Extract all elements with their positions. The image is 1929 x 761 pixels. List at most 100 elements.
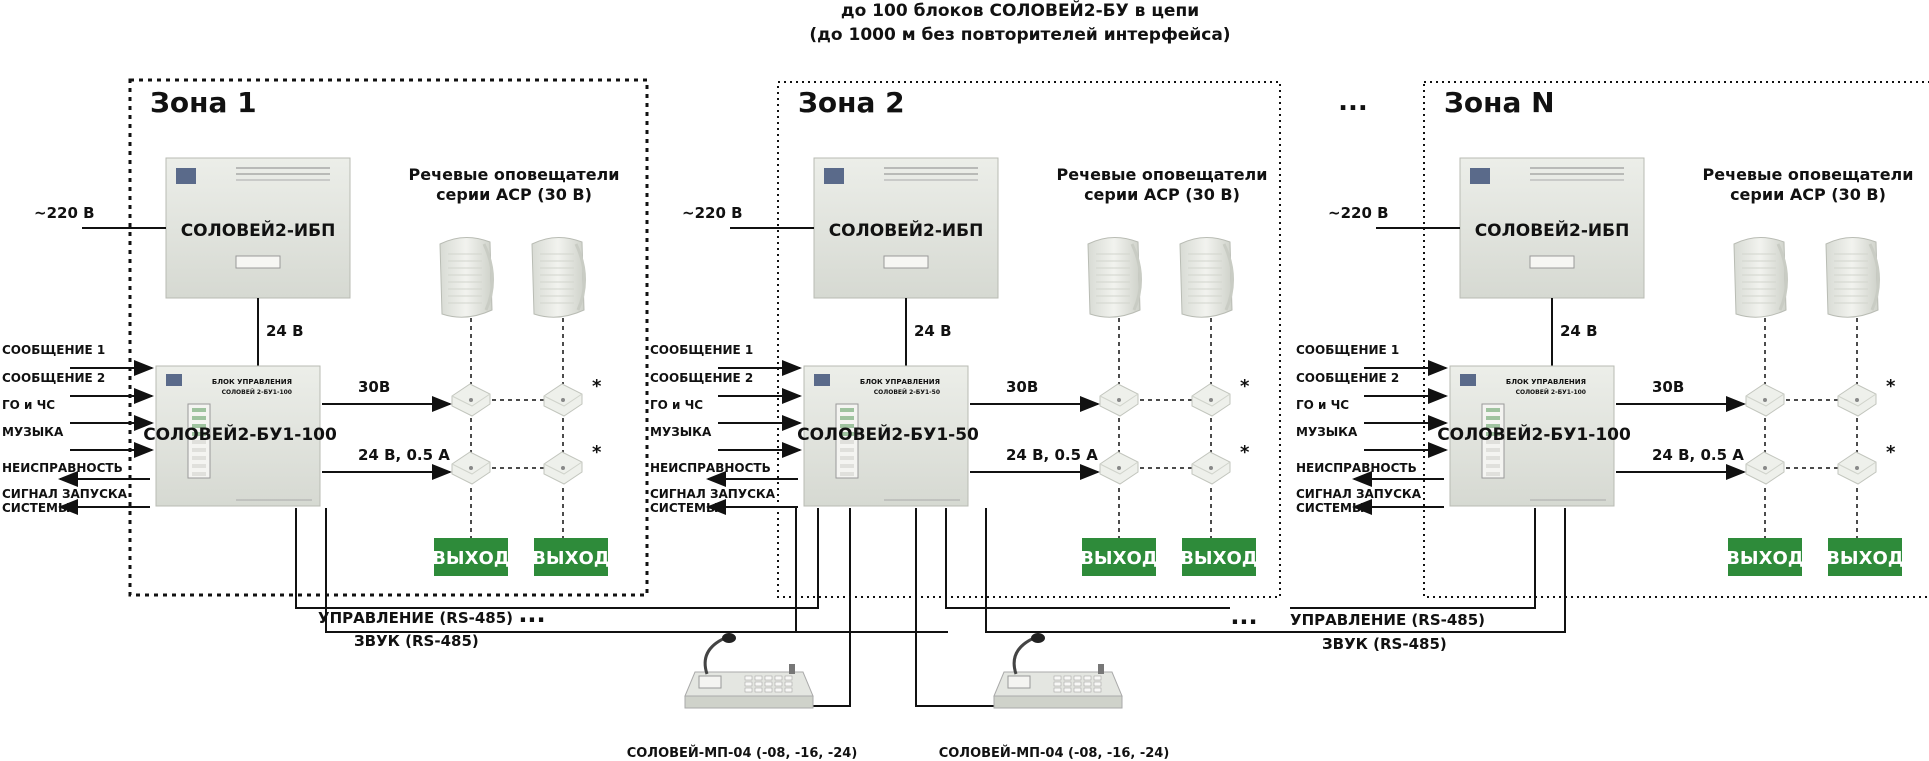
sound-bus-line-right: [985, 508, 1566, 633]
header-line1: до 100 блоков СОЛОВЕЙ2-БУ в цепи: [841, 0, 1199, 21]
zone-title: Зона N: [1444, 86, 1555, 119]
logo-icon: [176, 168, 196, 184]
input-label: СООБЩЕНИЕ 1: [650, 343, 753, 357]
control-plate-label: БЛОК УПРАВЛЕНИЯ: [1506, 378, 1586, 386]
output-label: НЕИСПРАВНОСТЬ: [1296, 461, 1417, 475]
logo-icon: [814, 374, 830, 386]
rs485-bus: [295, 508, 1566, 707]
bus-control-label-right: УПРАВЛЕНИЕ (RS-485): [1290, 611, 1485, 629]
input-label: ГО и ЧС: [2, 398, 55, 412]
control-bus-line-left: [295, 508, 819, 609]
exit-sign-label: ВЫХОД: [1080, 548, 1158, 569]
junction-box-icon: [451, 383, 491, 417]
speakers-title: Речевые оповещатели: [1703, 165, 1914, 184]
out24-label: 24 В, 0.5 А: [358, 446, 450, 464]
input-label: ГО и ЧС: [1296, 398, 1349, 412]
mains-label: ~220 В: [34, 204, 95, 222]
exit-sign: ВЫХОД: [1826, 538, 1904, 576]
mic2-line: [915, 508, 1000, 707]
input-label: ГО и ЧС: [650, 398, 703, 412]
input-label: МУЗЫКА: [650, 425, 712, 439]
speaker-icon: [1179, 237, 1235, 318]
zone-title: Зона 1: [150, 86, 257, 119]
microphone-console-1: [684, 633, 814, 709]
input-label: СООБЩЕНИЕ 2: [2, 371, 105, 385]
output-label: СИГНАЛ ЗАПУСКА: [1296, 487, 1422, 501]
ups-name: СОЛОВЕЙ2-ИБП: [181, 219, 336, 241]
output-label: СИГНАЛ ЗАПУСКА: [650, 487, 776, 501]
speaker-icon: [439, 237, 495, 318]
exit-sign-label: ВЫХОД: [432, 548, 510, 569]
ups-panel: СОЛОВЕЙ2-ИБП: [1459, 157, 1645, 299]
zone-border: [1423, 81, 1929, 598]
junction-box-icon: [1837, 451, 1877, 485]
microphone-icon: [1012, 636, 1035, 675]
control-bus-zoneN: [1290, 508, 1536, 609]
junction-box-icon: [1191, 383, 1231, 417]
bus-control-label-left: УПРАВЛЕНИЕ (RS-485): [318, 609, 513, 627]
asterisk-mark: *: [1886, 376, 1896, 397]
zones-ellipsis: ...: [1338, 87, 1368, 117]
exit-sign-label: ВЫХОД: [1826, 548, 1904, 569]
asterisk-mark: *: [592, 376, 602, 397]
control-bus-line-right: [945, 508, 1230, 609]
microphone-icon: [703, 636, 726, 675]
dc-label: 24 В: [266, 322, 304, 340]
control-unit-name: СОЛОВЕЙ2-БУ1-50: [797, 423, 979, 445]
bus-dots-right: ...: [1230, 602, 1257, 630]
speakers-title: Речевые оповещатели: [409, 165, 620, 184]
asterisk-mark: *: [1886, 442, 1896, 463]
zone-title: Зона 2: [798, 86, 905, 119]
microphone-console-2: [993, 633, 1123, 709]
output-label: СИСТЕМЫ: [1296, 501, 1364, 515]
junction-box-icon: [1837, 383, 1877, 417]
out24-label: 24 В, 0.5 А: [1006, 446, 1098, 464]
speakers-subtitle: серии АСР (30 В): [1730, 185, 1886, 204]
input-label: МУЗЫКА: [1296, 425, 1358, 439]
speaker-icon: [1087, 237, 1143, 318]
junction-box-icon: [1745, 383, 1785, 417]
exit-sign: ВЫХОД: [532, 538, 610, 576]
ups-name: СОЛОВЕЙ2-ИБП: [829, 219, 984, 241]
mains-label: ~220 В: [1328, 204, 1389, 222]
bus-sound-label-left: ЗВУК (RS-485): [354, 632, 479, 650]
microphone-label-1: СОЛОВЕЙ-МП-04 (-08, -16, -24): [627, 745, 858, 761]
speakers-subtitle: серии АСР (30 В): [436, 185, 592, 204]
exit-sign: ВЫХОД: [1726, 538, 1804, 576]
input-label: СООБЩЕНИЕ 2: [650, 371, 753, 385]
indicator-strip: [883, 255, 929, 269]
control-plate-model: СОЛОВЕЙ 2-БУ1-50: [874, 388, 940, 396]
control-plate-label: БЛОК УПРАВЛЕНИЯ: [212, 378, 292, 386]
exit-sign-label: ВЫХОД: [532, 548, 610, 569]
logo-icon: [1460, 374, 1476, 386]
junction-box-icon: [543, 451, 583, 485]
junction-box-icon: [1099, 383, 1139, 417]
indicator-strip: [1529, 255, 1575, 269]
ups-panel: СОЛОВЕЙ2-ИБП: [165, 157, 351, 299]
speaker-icon: [1825, 237, 1881, 318]
exit-sign: ВЫХОД: [1080, 538, 1158, 576]
output-label: СИГНАЛ ЗАПУСКА: [2, 487, 128, 501]
zone-1: Зона 1 СОЛОВЕЙ2-ИБП ~220 В 24 В БЛОК УПРАВЛЕ…: [2, 78, 649, 597]
speaker-icon: [531, 237, 587, 318]
exit-sign-label: ВЫХОД: [1726, 548, 1804, 569]
junction-box-icon: [1099, 451, 1139, 485]
asterisk-mark: *: [1240, 442, 1250, 463]
exit-sign: ВЫХОД: [432, 538, 510, 576]
input-label: СООБЩЕНИЕ 2: [1296, 371, 1399, 385]
junction-box-icon: [543, 383, 583, 417]
control-unit-name: СОЛОВЕЙ2-БУ1-100: [143, 423, 337, 445]
control-unit-name: СОЛОВЕЙ2-БУ1-100: [1437, 423, 1631, 445]
mains-label: ~220 В: [682, 204, 743, 222]
output-label: СИСТЕМЫ: [2, 501, 70, 515]
out30-label: 30В: [1652, 378, 1684, 396]
bus-sound-label-right: ЗВУК (RS-485): [1322, 635, 1447, 653]
asterisk-mark: *: [592, 442, 602, 463]
ups-name: СОЛОВЕЙ2-ИБП: [1475, 219, 1630, 241]
